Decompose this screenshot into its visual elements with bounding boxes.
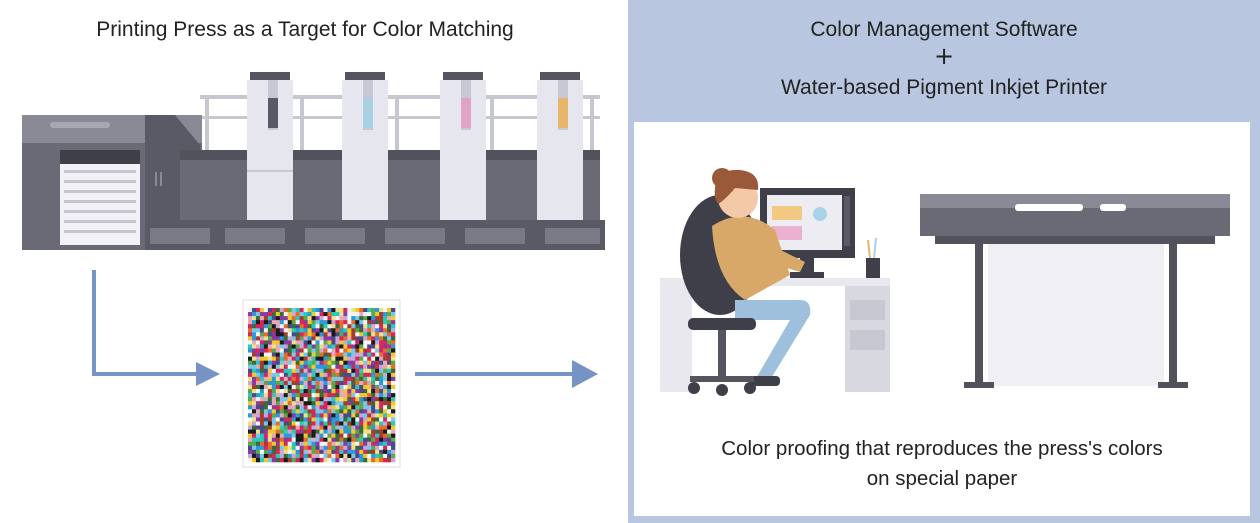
proofing-caption: Color proofing that reproduces the press… — [634, 434, 1250, 494]
caption-line-1: Color proofing that reproduces the press… — [721, 437, 1163, 460]
arrow-press-to-chart — [92, 270, 220, 386]
right-panel-title-software: Color Management Software — [810, 18, 1078, 41]
right-panel-title-printer: Water-based Pigment Inkjet Printer — [780, 76, 1108, 99]
arrow-chart-to-proofing — [415, 360, 598, 388]
caption-line-2: on special paper — [866, 467, 1018, 490]
wide-format-printer-icon — [920, 194, 1230, 388]
left-panel-title: Printing Press as a Target for Color Mat… — [96, 18, 514, 41]
printing-press-icon — [22, 72, 605, 250]
plus-sign: + — [933, 42, 955, 70]
person-at-computer-icon — [660, 168, 890, 396]
color-chart-sheet-icon — [242, 299, 401, 468]
